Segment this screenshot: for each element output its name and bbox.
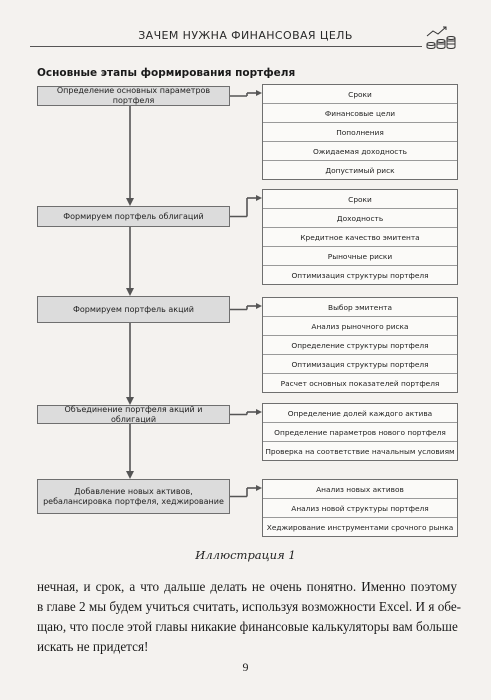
header-rule: [30, 46, 422, 47]
stage-detail-item: Допустимый риск: [263, 160, 457, 179]
stage-detail-item: Оптимизация структуры портфеля: [263, 265, 457, 284]
stage-detail-item: Сроки: [348, 194, 372, 204]
stage-box: Объединение портфеля акций и облигаций: [37, 405, 230, 424]
stage-detail-item: Определение долей каждого актива: [287, 408, 433, 418]
figure-title: Основные этапы формирования портфеля: [37, 67, 296, 79]
stage-detail-item: Расчет основных показателей портфеля: [263, 373, 457, 392]
running-head: ЗАЧЕМ НУЖНА ФИНАНСОВАЯ ЦЕЛЬ: [138, 29, 353, 42]
stage-detail-item: Ожидаемая доходность: [263, 141, 457, 160]
stage-detail-item: Кредитное качество эмитента: [263, 227, 457, 246]
stage-label: Формируем портфель облигаций: [63, 211, 204, 221]
stage-label: Формируем портфель акций: [73, 304, 194, 314]
stage-detail-item: Определение структуры портфеля: [263, 335, 457, 354]
stage-detail-item: Финансовые цели: [263, 103, 457, 122]
stage-detail-item: Хеджирование инструментами срочного рынк…: [263, 517, 457, 536]
body-paragraph: нечная, и срок, а что дальше делать не о…: [37, 577, 462, 657]
stage-box: Формируем портфель акций: [37, 296, 230, 323]
stage-detail-item: Пополнения: [263, 122, 457, 141]
stage-detail-item: Анализ новых активов: [316, 484, 404, 494]
stage-box: Формируем портфель облигаций: [37, 206, 230, 227]
stage-detail-item: Проверка на соответствие начальным услов…: [263, 441, 457, 460]
stage-detail-item: Анализ рыночного риска: [263, 316, 457, 335]
flow-arrowhead: [126, 198, 134, 206]
stage-detail-item: Выбор эмитента: [328, 302, 392, 312]
page-number: 9: [242, 660, 249, 674]
figure-caption: Иллюстрация 1: [195, 548, 296, 562]
chart-coins-icon: [426, 26, 456, 49]
stage-detail-item: Определение параметров нового портфеля: [263, 422, 457, 441]
flow-arrowhead: [126, 288, 134, 296]
stage-detail-item: Сроки: [348, 89, 372, 99]
body-line: в главе 2 мы будем учиться считать, испо…: [37, 599, 462, 614]
stage-detail-item: Рыночные риски: [263, 246, 457, 265]
body-line: щаю, что после этой главы никакие финанс…: [37, 619, 458, 634]
stage-label: Определение основных параметров портфеля: [56, 86, 211, 105]
stage-detail-item: Оптимизация структуры портфеля: [263, 354, 457, 373]
stage-label: Добавление новых активов, ребалансировка…: [43, 486, 224, 506]
stage-box: Определение основных параметров портфеля: [37, 86, 230, 106]
stage-detail-item: Анализ новой структуры портфеля: [263, 498, 457, 517]
flow-arrowhead: [126, 471, 134, 479]
body-line: нечная, и срок, а что дальше делать не о…: [37, 579, 457, 594]
stage-detail-item: Доходность: [263, 208, 457, 227]
body-line: искать не придется!: [37, 639, 149, 654]
stage-label: Объединение портфеля акций и облигаций: [64, 404, 203, 424]
stage-box: Добавление новых активов, ребалансировка…: [37, 479, 230, 514]
